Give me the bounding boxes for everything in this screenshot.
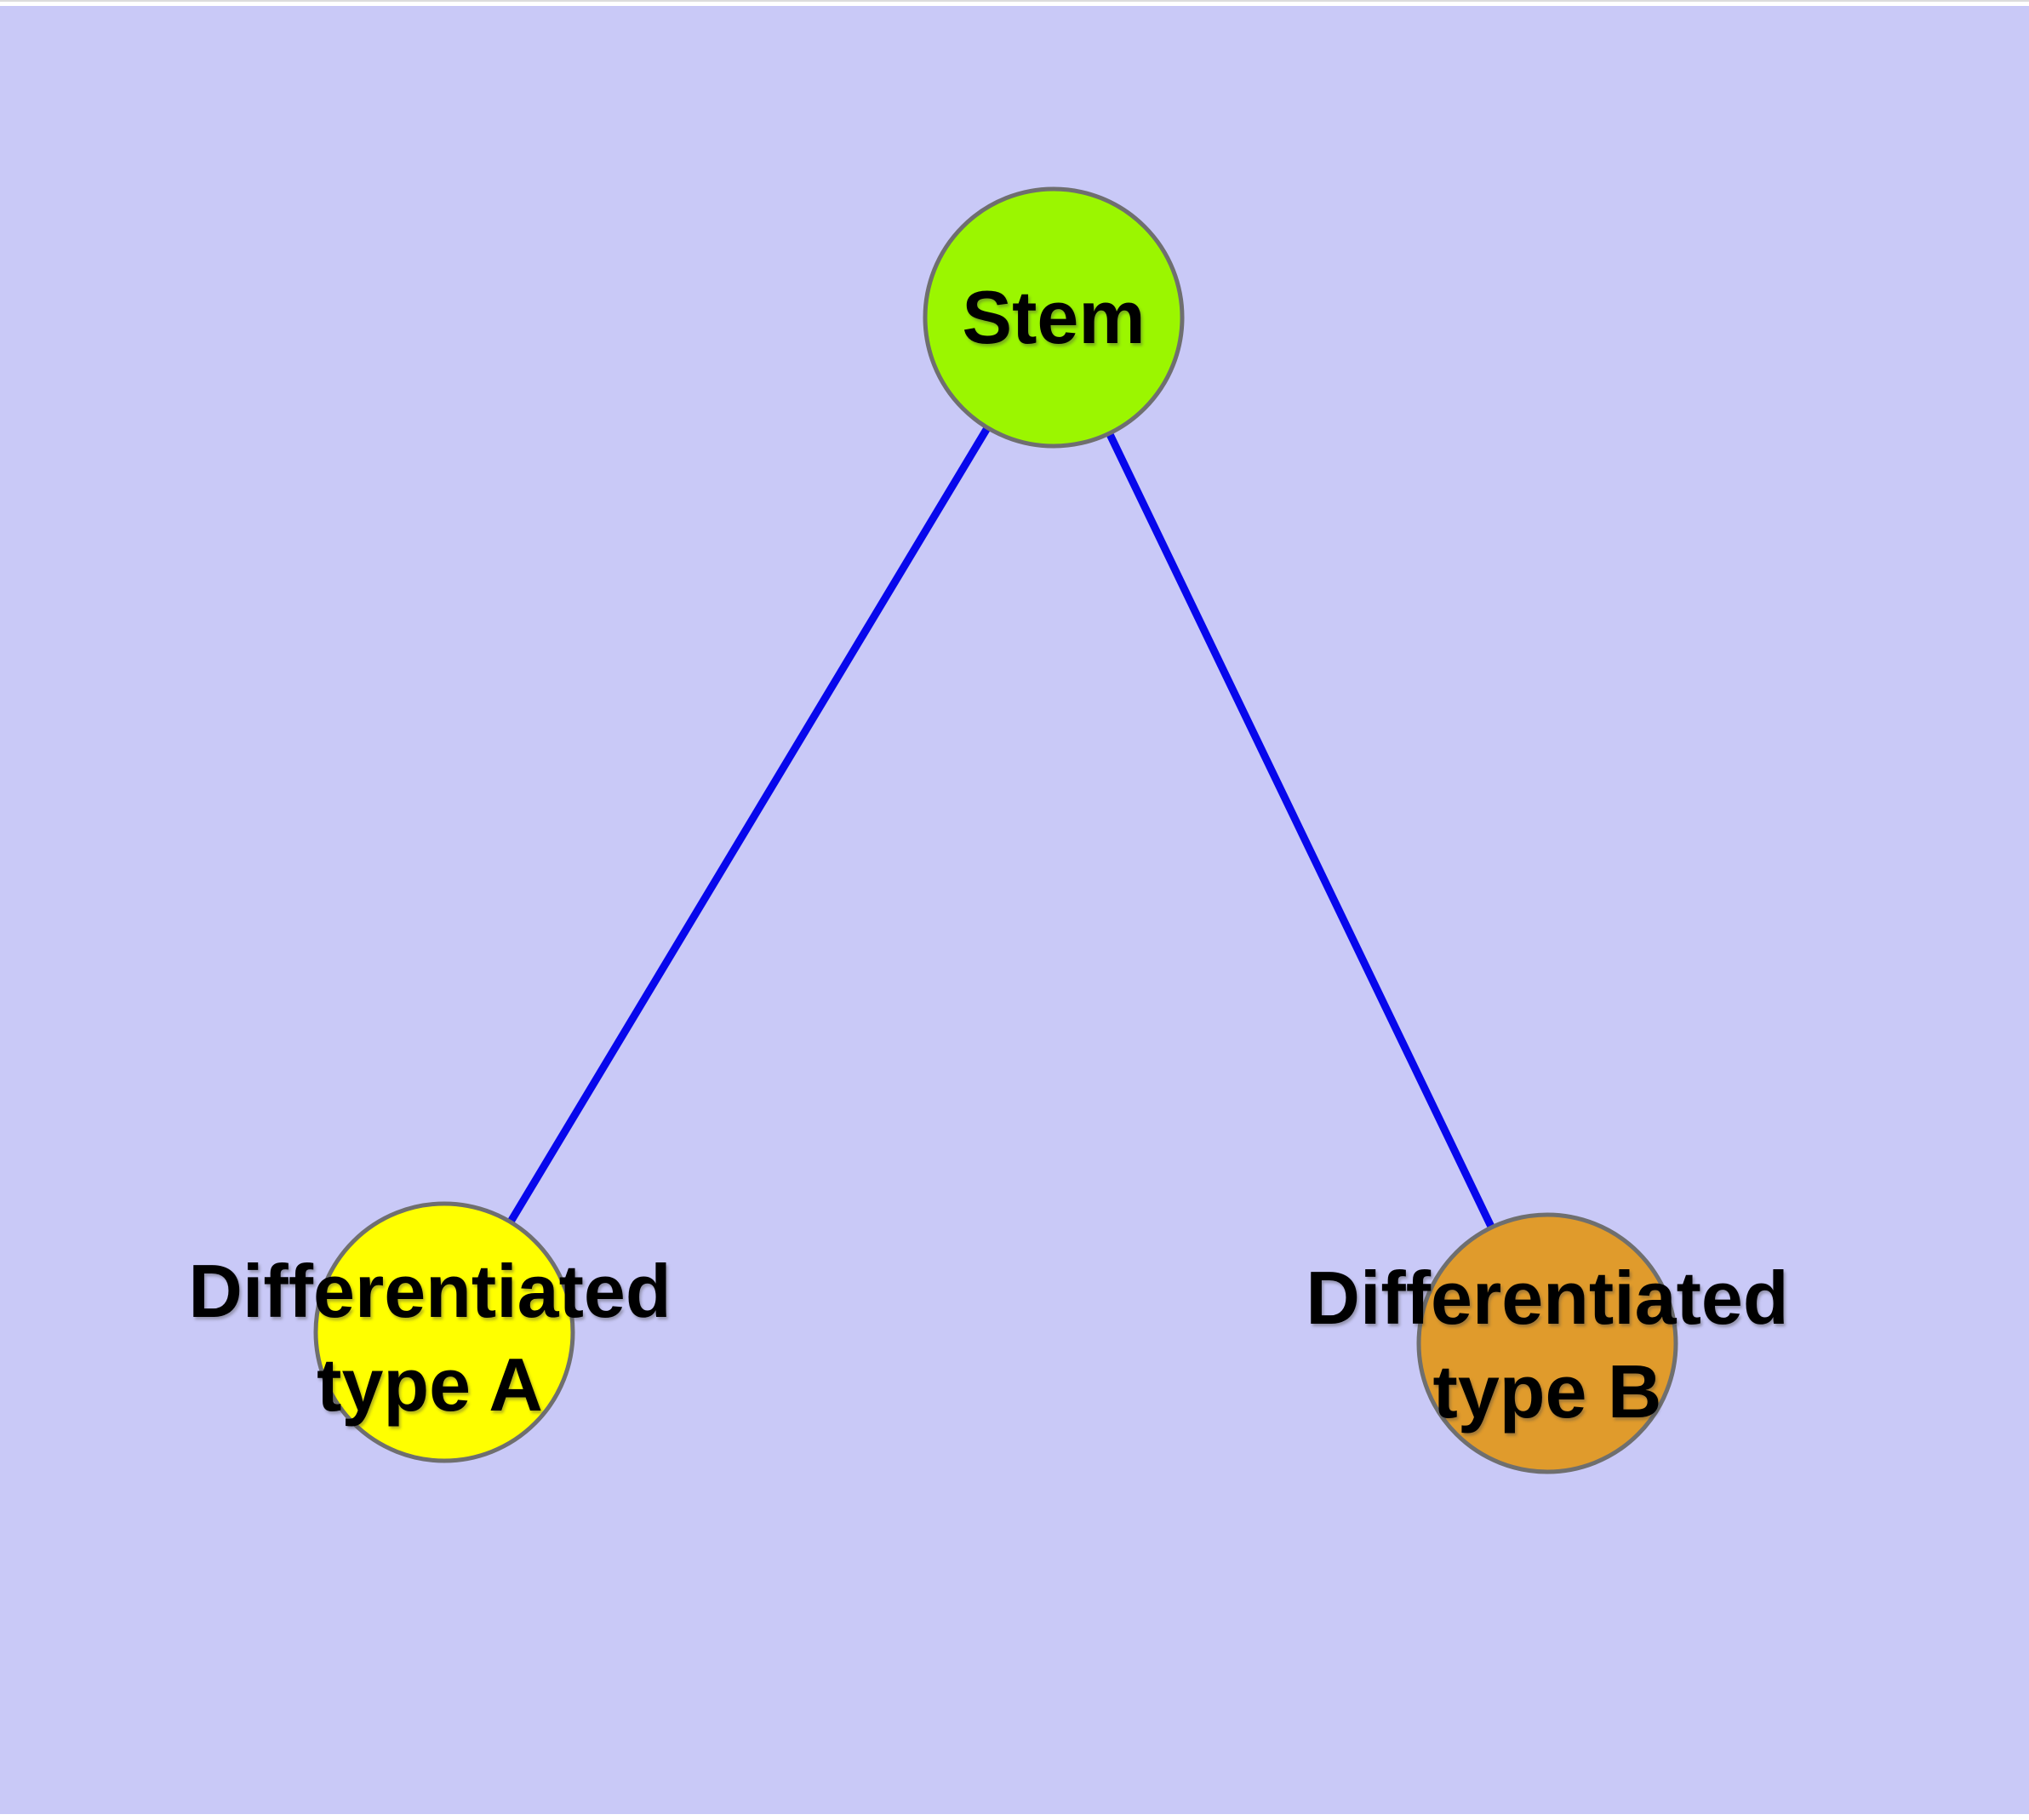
edge-stem-to-type-b[interactable] (1049, 316, 1552, 1345)
graph-canvas: Stem Differentiated type A Differentiate… (0, 6, 2029, 1814)
type-a-node-circle[interactable] (313, 1201, 575, 1463)
graph-svg (313, 186, 1678, 1474)
top-hairline (0, 0, 2029, 2)
edge-stem-to-type-a[interactable] (441, 315, 1057, 1335)
type-b-node-circle[interactable] (1416, 1212, 1678, 1474)
stem-node-circle[interactable] (923, 186, 1185, 449)
